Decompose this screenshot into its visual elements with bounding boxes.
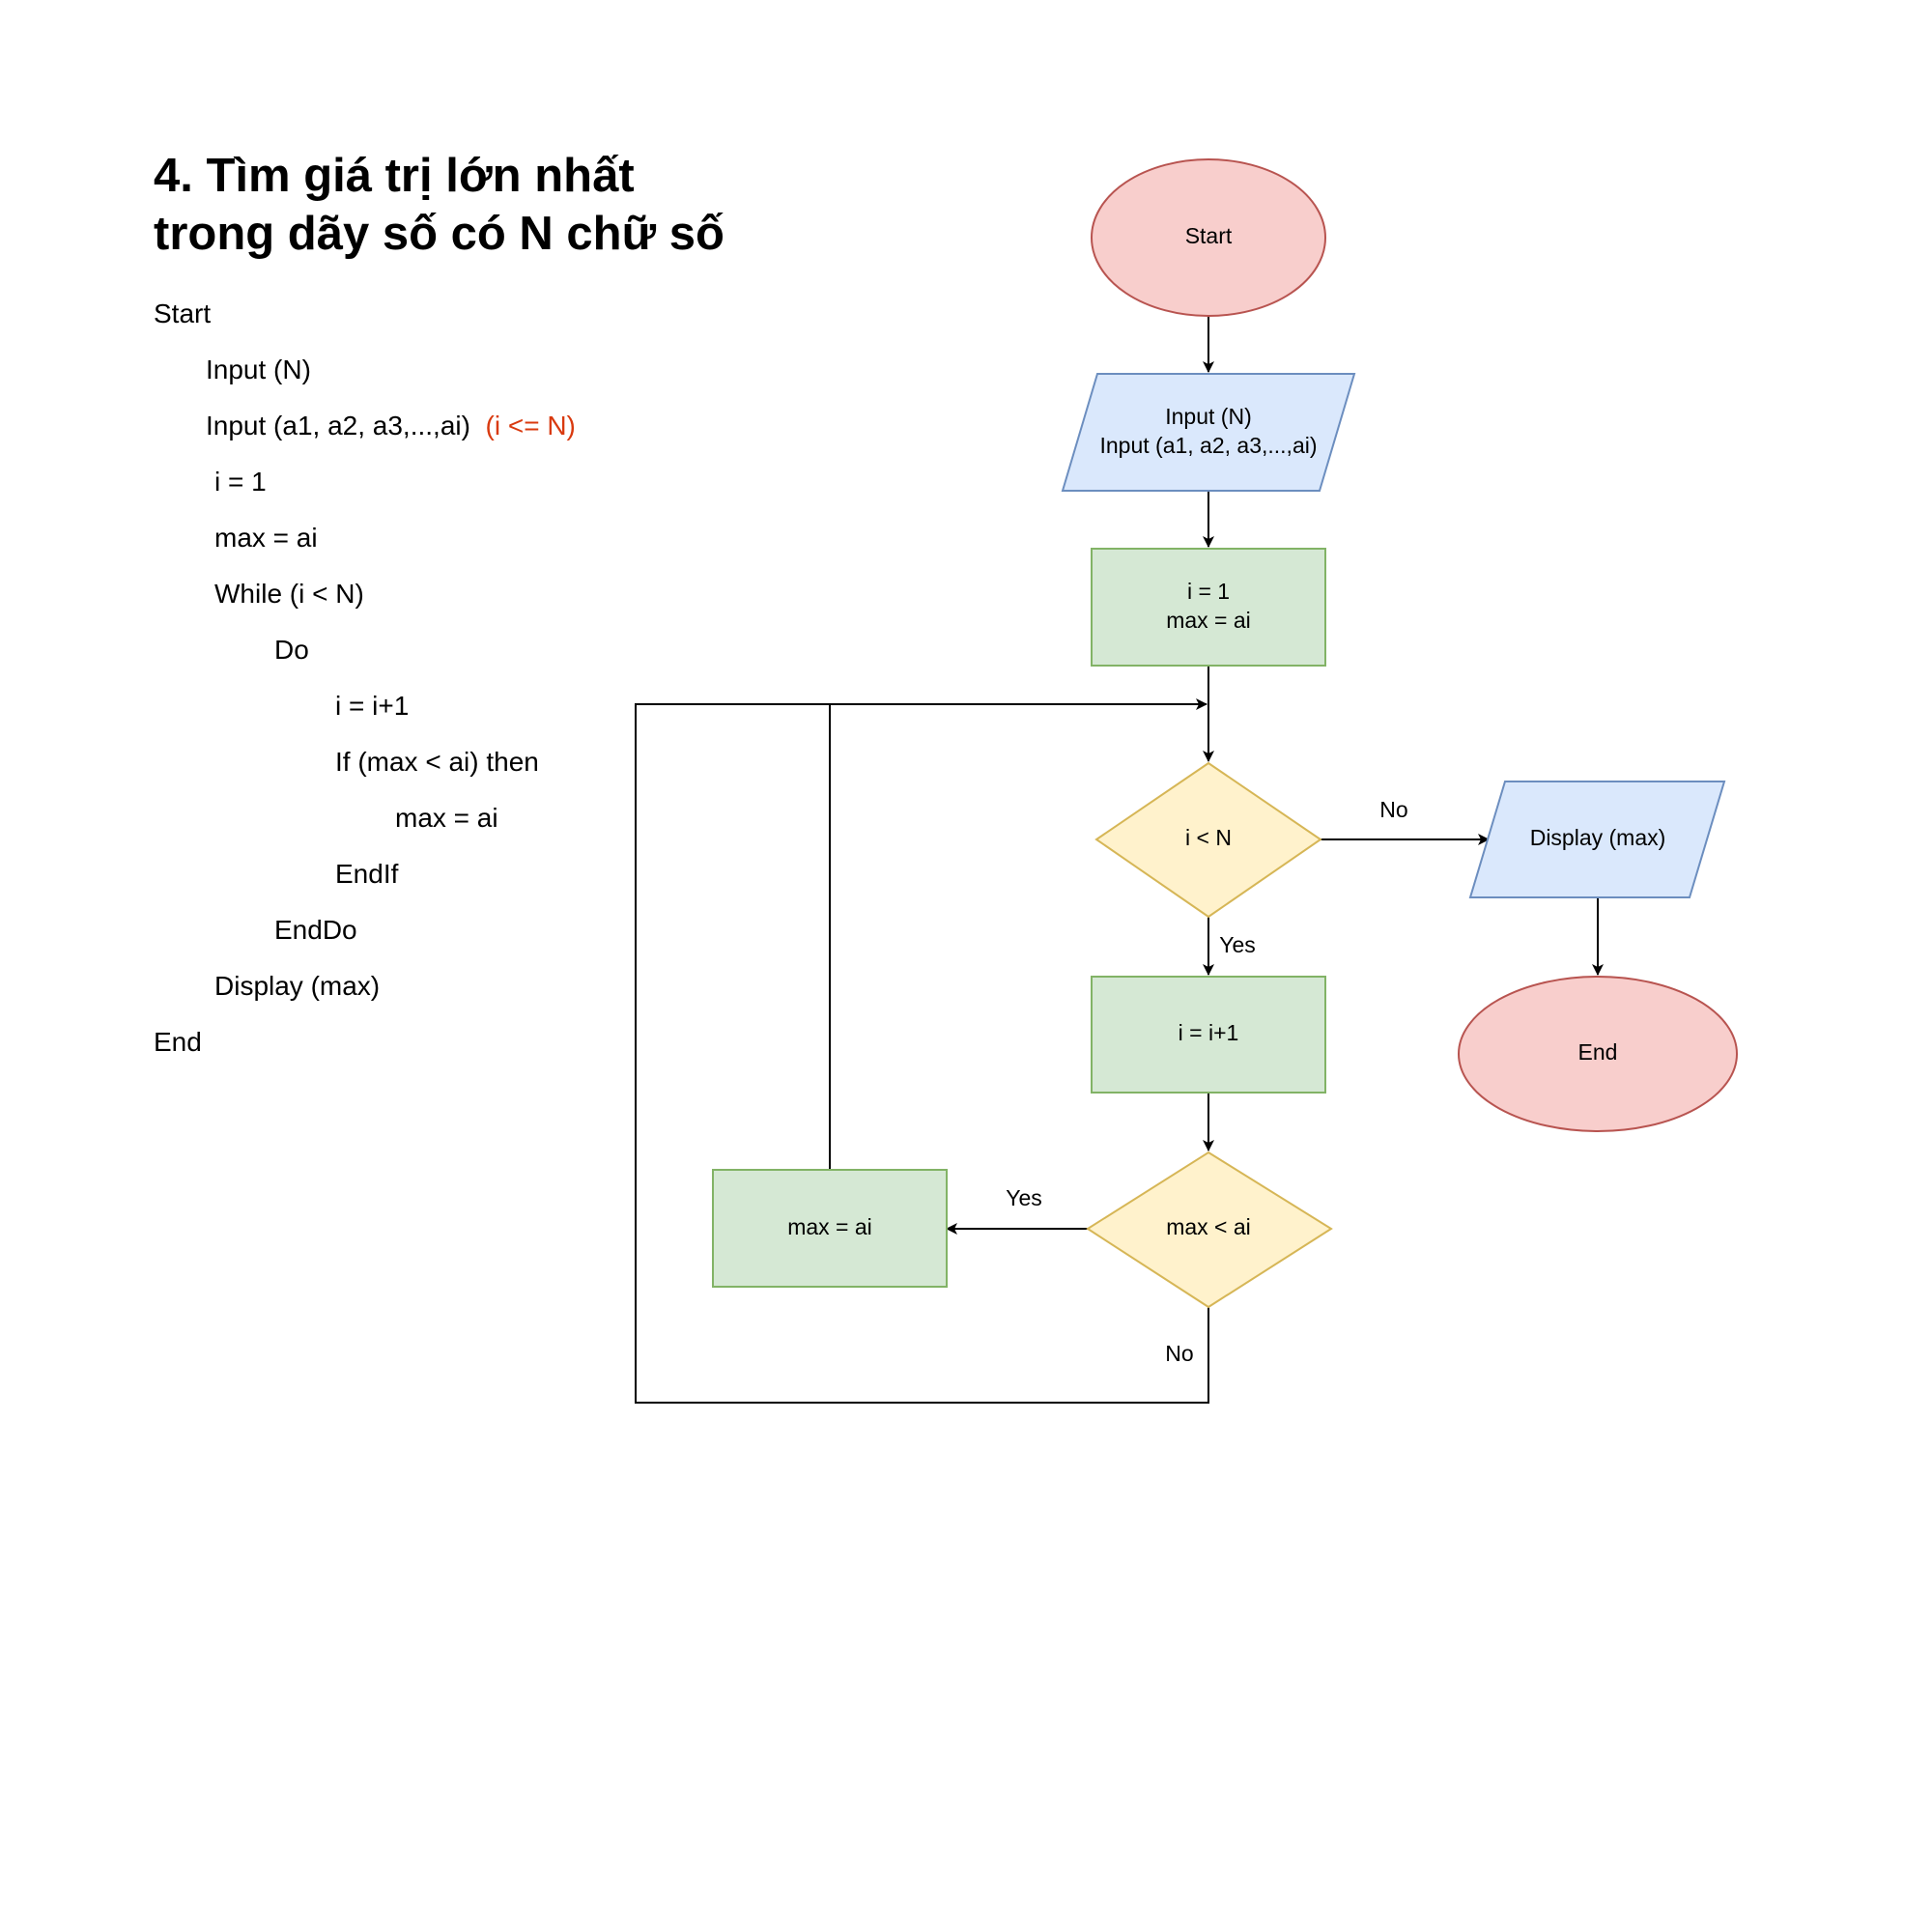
init-label-line-2: max = ai — [1166, 608, 1251, 633]
loop-condition-label: i < N — [1185, 825, 1232, 850]
end-node: End — [1458, 976, 1738, 1132]
assign-max-shape — [712, 1169, 948, 1288]
end-shape — [1458, 976, 1738, 1132]
max-condition-shape — [1086, 1151, 1333, 1309]
page-title: 4. Tìm giá trị lớn nhất trong dãy số có … — [154, 147, 849, 263]
increment-shape — [1091, 976, 1326, 1094]
edge-assign-loop-back — [829, 698, 1208, 1169]
start-node: Start — [1091, 158, 1326, 317]
increment-label: i = i+1 — [1179, 1020, 1239, 1045]
pseudo-input-n: Input (N) — [206, 355, 311, 384]
display-node: Display (max) — [1468, 781, 1726, 898]
init-node: i = 1 max = ai — [1091, 548, 1326, 667]
pseudo-init-i: i = 1 — [214, 467, 267, 497]
end-label: End — [1578, 1039, 1618, 1065]
title-line-2: trong dãy số có N chữ số — [154, 208, 724, 260]
pseudo-display: Display (max) — [214, 971, 381, 1001]
edge-label-no-max: No — [1165, 1341, 1193, 1366]
display-shape — [1468, 781, 1726, 898]
input-label-line-2: Input (a1, a2, a3,...,ai) — [1099, 433, 1317, 458]
input-node: Input (N) Input (a1, a2, a3,...,ai) — [1061, 373, 1356, 492]
pseudo-endif: EndIf — [335, 859, 399, 889]
loop-condition-node: i < N — [1094, 761, 1322, 919]
max-condition-label: max < ai — [1166, 1214, 1251, 1239]
input-shape — [1061, 373, 1356, 492]
pseudo-end: End — [154, 1027, 202, 1057]
pseudo-start: Start — [154, 298, 212, 328]
loop-condition-shape — [1094, 761, 1322, 919]
assign-max-node: max = ai — [712, 1169, 948, 1288]
pseudo-input-a-note: (i <= N) — [485, 411, 576, 440]
pseudo-do: Do — [274, 635, 309, 665]
init-label-line-1: i = 1 — [1187, 579, 1230, 604]
pseudo-input-a-text: Input (a1, a2, a3,...,ai) — [206, 411, 470, 440]
assign-max-label: max = ai — [787, 1214, 872, 1239]
input-label-line-1: Input (N) — [1165, 404, 1251, 429]
pseudo-if: If (max < ai) then — [335, 747, 539, 777]
display-label: Display (max) — [1530, 825, 1666, 850]
pseudo-init-max: max = ai — [214, 523, 318, 553]
init-shape — [1091, 548, 1326, 667]
title-line-1: 4. Tìm giá trị lớn nhất — [154, 150, 635, 202]
start-label: Start — [1185, 223, 1233, 248]
pseudo-assign: max = ai — [395, 803, 498, 833]
edge-cond-max-no-loop-back — [635, 703, 1209, 1404]
pseudo-enddo: EndDo — [274, 915, 357, 945]
edge-label-yes-loop: Yes — [1219, 932, 1256, 957]
edge-label-no-loop: No — [1379, 797, 1407, 822]
pseudo-input-a: Input (a1, a2, a3,...,ai) (i <= N) — [206, 410, 576, 442]
start-shape — [1091, 158, 1326, 317]
max-condition-node: max < ai — [1086, 1151, 1333, 1309]
edge-label-yes-max: Yes — [1006, 1185, 1042, 1210]
pseudo-while: While (i < N) — [214, 579, 364, 609]
increment-node: i = i+1 — [1091, 976, 1326, 1094]
pseudo-increment: i = i+1 — [335, 691, 410, 721]
